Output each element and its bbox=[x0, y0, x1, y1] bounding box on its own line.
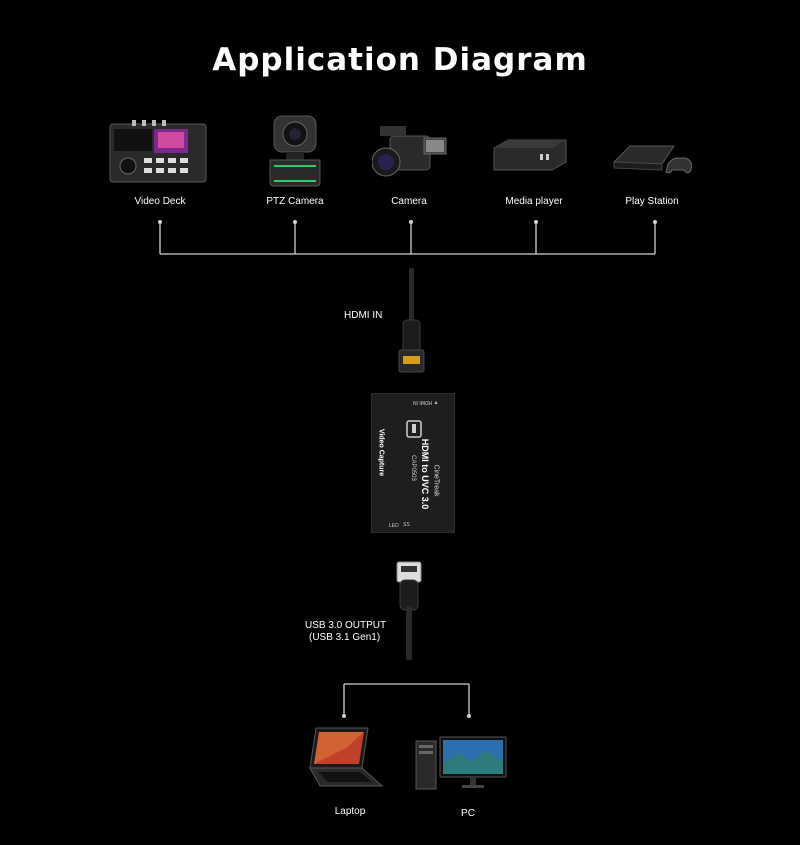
usb-output-label-line1: USB 3.0 OUTPUT bbox=[305, 620, 387, 631]
capture-card: ▼ HDMI IN HDMI to UVC 3.0 CAP0503 CineTr… bbox=[371, 393, 455, 533]
laptop-icon bbox=[306, 726, 386, 790]
camcorder-icon bbox=[372, 122, 448, 186]
output-label-pc: PC bbox=[461, 808, 475, 819]
hdmi-in-label: HDMI IN bbox=[344, 310, 383, 321]
video-deck-icon bbox=[108, 120, 208, 184]
usb-superspeed-mark: SS bbox=[403, 522, 410, 528]
game-console-icon bbox=[612, 140, 692, 180]
source-label-camera: Camera bbox=[391, 196, 427, 207]
media-player-icon bbox=[490, 138, 570, 174]
source-label-media-player: Media player bbox=[505, 196, 563, 207]
source-label-ptz-camera: PTZ Camera bbox=[266, 196, 324, 207]
usb-output-label-line2: (USB 3.1 Gen1) bbox=[309, 632, 381, 643]
page-title: Application Diagram bbox=[212, 42, 588, 78]
source-label-play-station: Play Station bbox=[625, 196, 679, 207]
output-label-laptop: Laptop bbox=[334, 806, 366, 817]
capture-led-label: LED bbox=[389, 523, 399, 529]
source-label-video-deck: Video Deck bbox=[134, 196, 186, 207]
desktop-pc-icon bbox=[414, 735, 510, 793]
ptz-camera-icon bbox=[266, 110, 324, 188]
